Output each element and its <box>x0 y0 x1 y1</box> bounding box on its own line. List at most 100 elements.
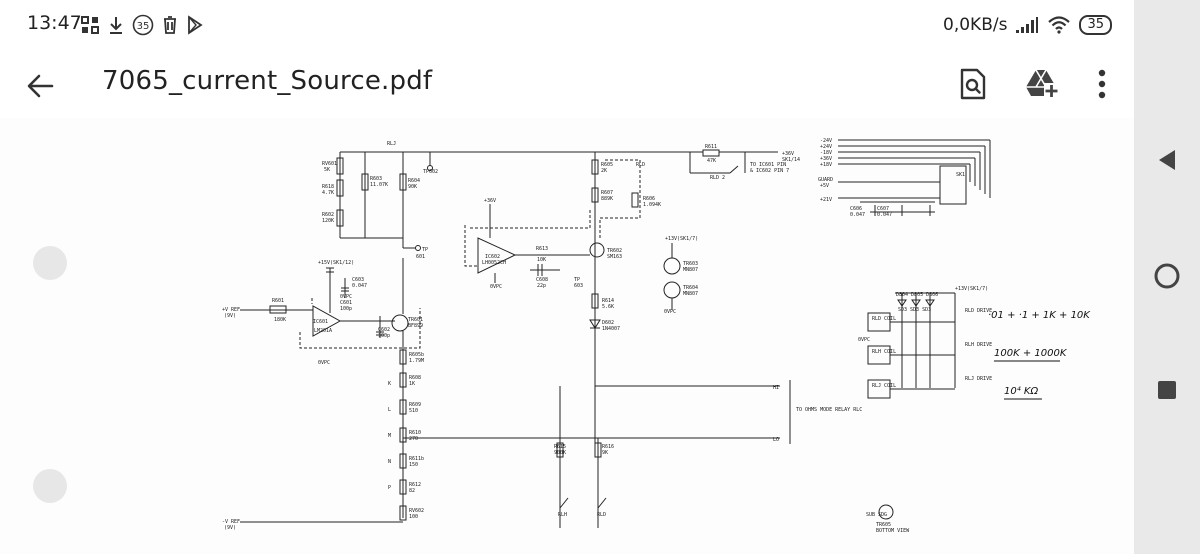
label-rv601: RV601 <box>322 161 337 167</box>
label-to-ic601: TO IC601 PIN <box>750 162 786 168</box>
label-tr602-part: SM163 <box>607 254 622 260</box>
label-tr603: TR603 <box>683 261 698 267</box>
search-document-button[interactable] <box>953 64 993 104</box>
value-r604: 90K <box>408 184 417 190</box>
label-plus36v-ic: +36V <box>484 198 496 204</box>
label-plus36v-sk: SK1/14 <box>782 157 800 163</box>
label-ic602: IC602 <box>485 254 500 260</box>
pdf-viewer-app: 13:47 35 <box>0 0 1134 554</box>
label-rlj: RLJ <box>387 141 396 147</box>
label-rlj-coil: RLJ COIL <box>872 383 896 389</box>
label-r607: R607 <box>601 190 613 196</box>
value-r606: 1.094K <box>643 202 661 208</box>
label-ovpc-3: 0VPC <box>490 284 502 290</box>
label-rld-coil: RLD COIL <box>872 316 896 322</box>
label-r605b: R605b <box>409 352 424 358</box>
value-r618: 4.7K <box>322 190 334 196</box>
value-r611: 47K <box>707 158 716 164</box>
notification-icons: 35 <box>80 12 204 38</box>
label-r602: R602 <box>322 212 334 218</box>
label-r609: R609 <box>409 402 421 408</box>
label-sub-sdg: SUB SDG <box>866 512 887 518</box>
label-ovpc-4: 0VPC <box>664 309 676 315</box>
label-r612: R612 <box>409 482 421 488</box>
label-tp601-n: 601 <box>416 254 425 260</box>
nav-recents-button[interactable] <box>1147 370 1187 410</box>
rail-label-4: +18V <box>820 162 832 168</box>
label-r616: R616 <box>602 444 614 450</box>
label-rlj-drive: RLJ DRIVE <box>965 376 992 382</box>
value-r610: 270 <box>409 436 418 442</box>
label-c606: C606 <box>850 206 862 212</box>
more-options-button[interactable] <box>1082 64 1122 104</box>
label-r604: R604 <box>408 178 420 184</box>
label-ovpc-1: 0VPC <box>340 294 352 300</box>
label-plus13v: +13V(SK1/7) <box>665 236 698 242</box>
download-icon <box>110 17 122 34</box>
tap-n: N <box>388 459 391 465</box>
notification-count-icon: 35 <box>132 14 154 36</box>
value-c601: 100p <box>340 306 352 312</box>
battery-indicator: 35 <box>1079 15 1112 35</box>
value-r611b: 150 <box>409 462 418 468</box>
label-ic602-part: LH0052CH <box>482 260 506 266</box>
label-c602: C602 <box>378 327 390 333</box>
pdf-page-view[interactable]: RV601 5K R603 11.07K R604 90K R618 4.7K … <box>0 118 1134 554</box>
value-r613: 10K <box>537 257 546 263</box>
tap-k: K <box>388 381 391 387</box>
label-r618: R618 <box>322 184 334 190</box>
label-hi: HI <box>773 385 779 391</box>
status-right: 0,0KB/s 35 <box>943 12 1112 38</box>
status-bar: 13:47 35 <box>0 0 1134 50</box>
back-arrow-icon <box>27 74 54 98</box>
label-plus13v-right: +13V(SK1/7) <box>955 286 988 292</box>
label-r611: R611 <box>705 144 717 150</box>
schematic-drawing: RV601 5K R603 11.07K R604 90K R618 4.7K … <box>33 138 1091 534</box>
label-ovpc-2: 0VPC <box>318 360 330 366</box>
label-ic601: IC601 <box>313 319 328 325</box>
label-plus36v: +36V <box>782 151 794 157</box>
label-tr605: TR605 <box>876 522 891 528</box>
handwritten-note-1: ·01 + ·1 + 1K + 10K <box>988 310 1091 321</box>
label-d602-part: 1N4007 <box>602 326 620 332</box>
label-guard: GUARD <box>818 177 833 183</box>
handwritten-note-3: 10⁴ KΩ <box>1004 385 1038 397</box>
label-c603: C603 <box>352 277 364 283</box>
rail-label-0: -24V <box>820 138 832 144</box>
label-ohms-relay: TO OHMS MODE RELAY RLC <box>796 407 862 413</box>
label-tr604: TR604 <box>683 285 698 291</box>
value-r605b: 1.79M <box>409 358 424 364</box>
tap-p: P <box>388 485 391 491</box>
label-r605: R605 <box>601 162 613 168</box>
label-plus15v: +15V(SK1/12) <box>318 260 354 266</box>
value-r615: 900K <box>554 450 566 456</box>
label-rld-bottom: RLD <box>597 512 606 518</box>
search-document-icon <box>960 68 986 100</box>
label-tp603-n: 603 <box>574 283 583 289</box>
label-rlh-drive: RLH DRIVE <box>965 342 992 348</box>
label-r606: R606 <box>643 196 655 202</box>
nav-back-button[interactable] <box>1147 140 1187 180</box>
add-to-drive-button[interactable] <box>1022 64 1062 104</box>
label-ref-minus-val: (9V) <box>224 525 236 531</box>
document-title: 7065_current_Source.pdf <box>102 66 433 96</box>
value-r605: 2K <box>601 168 607 174</box>
label-sd: SD3 SD3 SD3 <box>898 307 931 313</box>
punch-hole <box>33 469 67 503</box>
nav-home-button[interactable] <box>1147 256 1187 296</box>
label-tr602: TR602 <box>607 248 622 254</box>
label-r615: R615 <box>554 444 566 450</box>
label-tr604-part: MN807 <box>683 291 698 297</box>
value-r612: 82 <box>409 488 415 494</box>
rail-label-1: +24V <box>820 144 832 150</box>
label-to-ic602: & IC602 PIN 7 <box>750 168 789 174</box>
value-rv601: 5K <box>324 167 330 173</box>
label-lo: LO <box>773 437 779 443</box>
value-c606: 0.047 <box>850 212 865 218</box>
back-button[interactable] <box>22 68 58 104</box>
label-rlh: RLH <box>558 512 567 518</box>
label-ref-plus: +V REF <box>222 307 240 313</box>
value-r616: 9K <box>602 450 608 456</box>
value-c603: 0.047 <box>352 283 367 289</box>
label-r601: R601 <box>272 298 284 304</box>
